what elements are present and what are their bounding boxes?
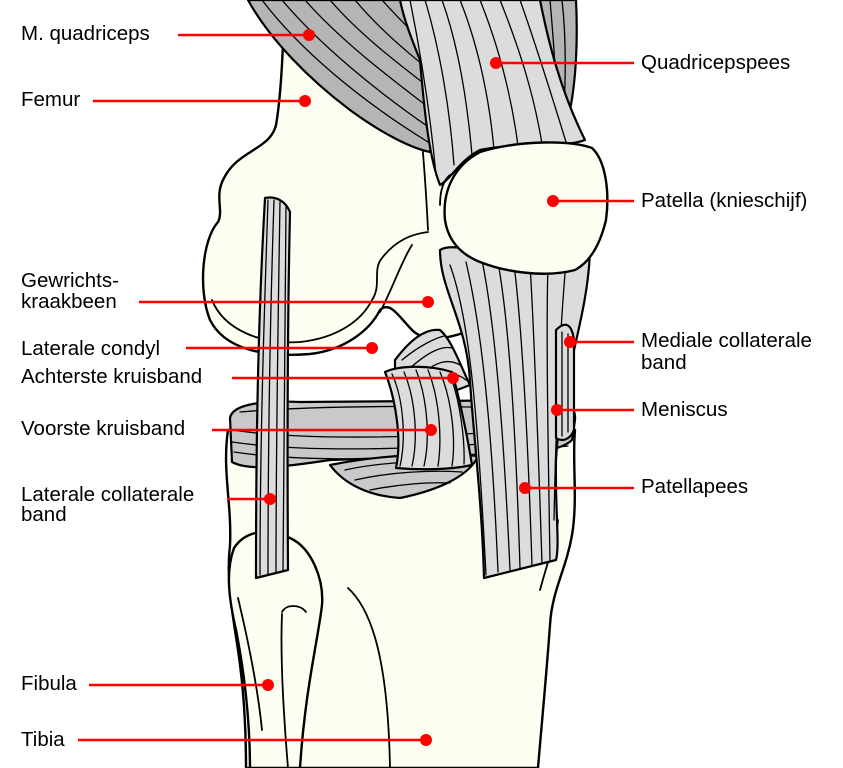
leader-patella <box>547 195 634 207</box>
label-lateral-condyle-text: Laterale condyl <box>21 337 161 360</box>
leader-medial-collateral <box>564 336 634 348</box>
label-meniscus: Meniscus <box>641 399 728 421</box>
label-fibula: Fibula <box>21 673 77 695</box>
ptendon-fiber-5 <box>513 263 533 567</box>
qtendon-fiber-4 <box>459 0 495 151</box>
fibula-contour-1 <box>237 597 263 731</box>
leader-tibia <box>78 734 432 746</box>
leader-femur <box>93 95 311 107</box>
leader-meniscus <box>551 404 634 416</box>
label-patellar-tendon-text: Patellapees <box>641 475 749 498</box>
leader-articular-cartilage <box>139 296 434 308</box>
lcl-fiber-3 <box>275 201 281 573</box>
quad-fiber-2 <box>281 0 431 129</box>
patella-contour <box>439 174 451 206</box>
label-femur-text: Femur <box>21 88 81 111</box>
lcl-fiber-1 <box>259 199 269 576</box>
plateau-fiber-3 <box>369 482 451 491</box>
leader-quadriceps-muscle <box>178 29 315 41</box>
label-medial-collateral-line2: band <box>641 351 687 374</box>
pcl-fiber-2 <box>409 346 453 369</box>
leader-lateral-collateral <box>227 493 276 505</box>
acl-fiber-5 <box>439 371 455 467</box>
label-tibia-text: Tibia <box>21 728 65 751</box>
label-articular-cartilage-line2: kraakbeen <box>21 290 117 313</box>
quadriceps-tendon <box>398 0 587 187</box>
label-fibula-text: Fibula <box>21 672 77 695</box>
label-posterior-cruciate-text: Achterste kruisband <box>21 365 203 388</box>
label-articular-cartilage: Gewrichts- kraakbeen <box>21 270 119 312</box>
quad-fiber-3 <box>304 0 433 111</box>
label-meniscus-text: Meniscus <box>641 398 728 421</box>
label-anterior-cruciate-text: Voorste kruisband <box>21 417 186 440</box>
ptendon-fiber-2 <box>465 261 499 573</box>
ptendon-fiber-6 <box>529 263 543 565</box>
qtendon-fiber-7 <box>519 0 567 143</box>
fibula-contour-2 <box>281 605 307 613</box>
qtendon-fiber-3 <box>441 0 473 156</box>
label-lateral-condyle: Laterale condyl <box>21 338 160 360</box>
fibula-contour-3 <box>280 613 289 768</box>
label-anterior-cruciate: Voorste kruisband <box>21 418 185 440</box>
qtendon-fiber-5 <box>479 0 519 147</box>
label-quadriceps-muscle: M. quadriceps <box>21 23 150 45</box>
anterior-cruciate-ligament <box>383 365 474 471</box>
pcl-fiber-1 <box>401 335 445 361</box>
label-lateral-collateral: Laterale collaterale band <box>21 483 195 526</box>
ptendon-fiber-7 <box>546 263 551 563</box>
label-quadriceps-tendon-text: Quadricepspees <box>641 51 791 74</box>
ptendon-fiber-1 <box>449 264 487 576</box>
label-patella-text: Patella (knieschijf) <box>641 189 808 212</box>
leader-fibula <box>89 679 274 691</box>
label-femur: Femur <box>21 89 80 111</box>
leader-posterior-cruciate <box>232 372 459 384</box>
label-posterior-cruciate: Achterste kruisband <box>21 366 202 388</box>
patella-bone <box>443 141 609 275</box>
leader-quadriceps-tendon <box>490 57 634 69</box>
label-patella: Patella (knieschijf) <box>641 190 807 212</box>
label-medial-collateral: Mediale collaterale band <box>641 330 812 374</box>
condyle-notch-contour <box>379 244 413 313</box>
label-quadriceps-tendon: Quadricepspees <box>641 52 790 74</box>
qtendon-fiber-2 <box>424 0 455 166</box>
qtendon-fiber-6 <box>499 0 543 145</box>
plateau-fiber-2 <box>354 470 463 481</box>
label-quadriceps-muscle-text: M. quadriceps <box>21 22 150 45</box>
lateral-condyle-contour <box>211 231 429 344</box>
quad-fiber-1 <box>261 0 429 143</box>
label-lateral-collateral-line2: band <box>21 503 67 526</box>
leader-lateral-condyle <box>186 342 378 354</box>
qtendon-fiber-1 <box>409 0 437 176</box>
lcl-fiber-2 <box>267 199 275 575</box>
label-tibia: Tibia <box>21 729 65 751</box>
label-lateral-collateral-line1: Laterale collaterale <box>21 483 195 506</box>
acl-fiber-2 <box>403 371 416 467</box>
label-patellar-tendon: Patellapees <box>641 476 748 498</box>
acl-fiber-1 <box>391 373 404 467</box>
ptendon-fiber-4 <box>497 261 521 569</box>
leader-patellar-tendon <box>519 482 634 494</box>
tibia-inner-contour <box>347 587 391 768</box>
leader-anterior-cruciate <box>212 424 437 436</box>
ptendon-fiber-3 <box>481 259 511 571</box>
label-medial-collateral-line1: Mediale collaterale <box>641 329 812 352</box>
label-articular-cartilage-line1: Gewrichts- <box>21 269 119 292</box>
